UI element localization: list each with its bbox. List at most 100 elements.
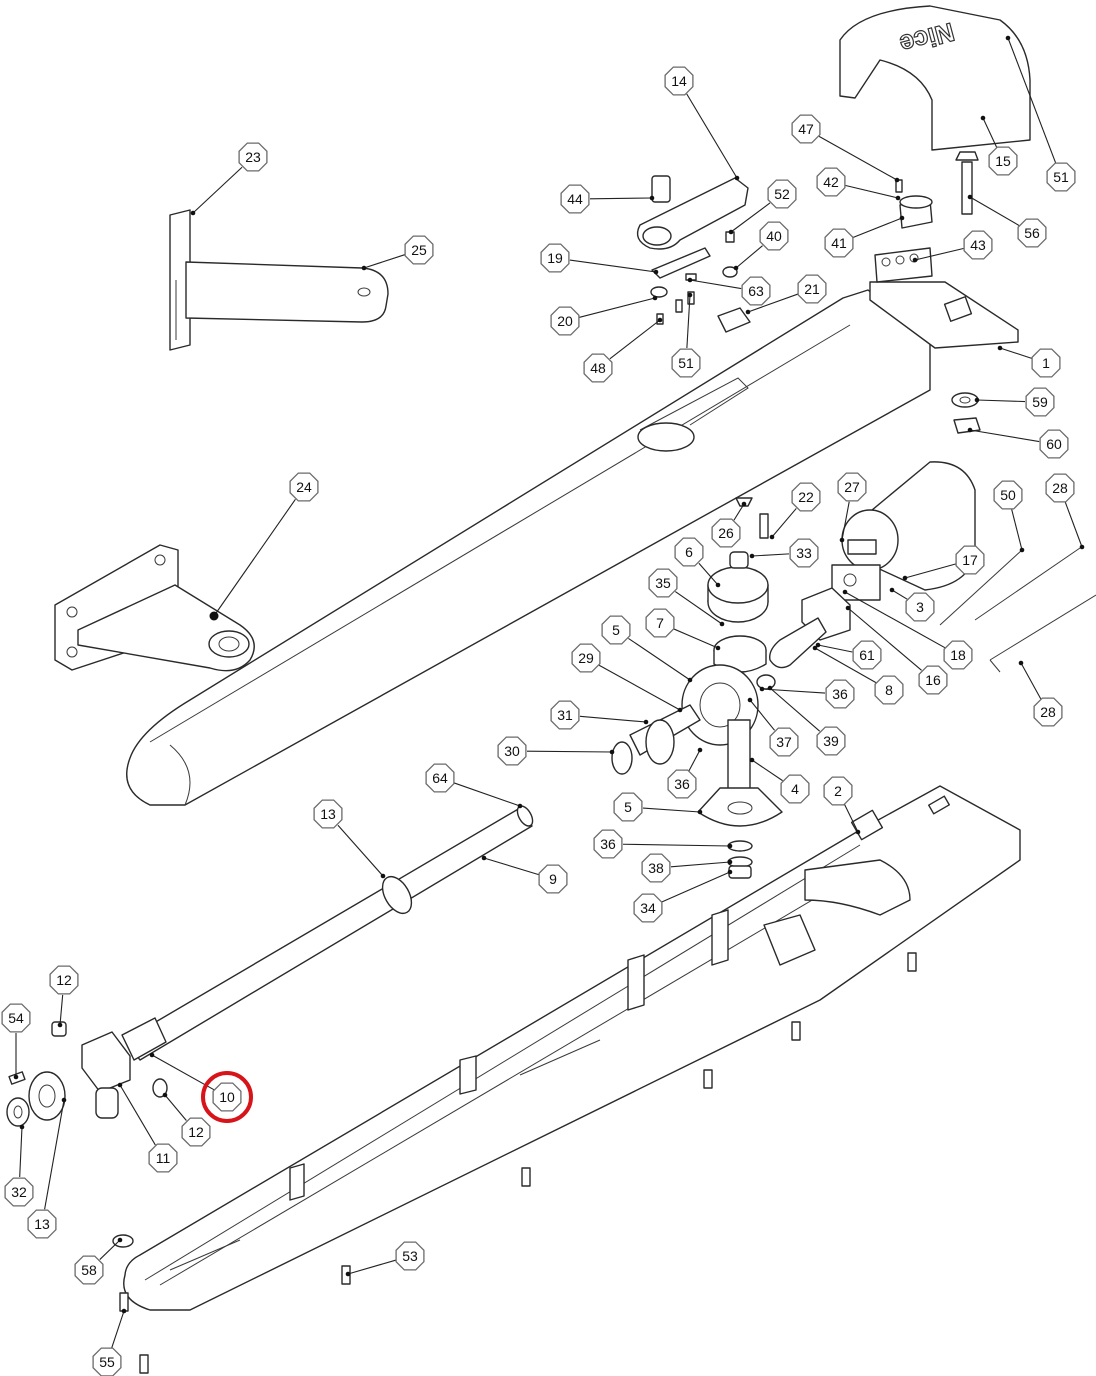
leader-dot-7: [715, 645, 721, 651]
callout-14[interactable]: 14: [664, 66, 694, 96]
callout-5b[interactable]: 5: [613, 792, 643, 822]
callout-63[interactable]: 63: [741, 276, 771, 306]
callout-64[interactable]: 64: [425, 763, 455, 793]
callout-25[interactable]: 25: [404, 235, 434, 265]
callout-36b[interactable]: 36: [667, 769, 697, 799]
callout-label: 48: [590, 360, 606, 376]
callout-octagon: [645, 608, 675, 638]
callout-47[interactable]: 47: [791, 114, 821, 144]
callout-21[interactable]: 21: [797, 274, 827, 304]
leader-dot-10: [149, 1052, 155, 1058]
callout-27[interactable]: 27: [837, 472, 867, 502]
leader-dot-18: [842, 589, 848, 595]
callout-octagon: [74, 1255, 104, 1285]
callout-15[interactable]: 15: [988, 146, 1018, 176]
leader-line-61: [817, 644, 853, 653]
callout-44[interactable]: 44: [560, 184, 590, 214]
callout-55[interactable]: 55: [92, 1347, 122, 1376]
callout-13a[interactable]: 13: [313, 799, 343, 829]
callout-28a[interactable]: 28: [1045, 473, 1075, 503]
leader-line-55: [111, 1310, 125, 1348]
callout-19[interactable]: 19: [540, 243, 570, 273]
callout-37[interactable]: 37: [769, 727, 799, 757]
callout-39[interactable]: 39: [816, 726, 846, 756]
callout-12b[interactable]: 12: [181, 1117, 211, 1147]
callout-40[interactable]: 40: [759, 221, 789, 251]
callout-48[interactable]: 48: [583, 353, 613, 383]
leader-dot-59: [974, 397, 980, 403]
callout-53[interactable]: 53: [395, 1241, 425, 1271]
leader-line-42: [845, 184, 899, 199]
leader-dot-41: [899, 215, 905, 221]
callout-51b[interactable]: 51: [671, 348, 701, 378]
callout-13b[interactable]: 13: [27, 1209, 57, 1239]
callout-octagon: [1031, 348, 1061, 378]
callout-11[interactable]: 11: [148, 1143, 178, 1173]
leader-line-13a: [337, 824, 384, 877]
callout-10[interactable]: 10: [212, 1082, 242, 1112]
callout-7[interactable]: 7: [645, 608, 675, 638]
callout-22[interactable]: 22: [791, 482, 821, 512]
callout-58[interactable]: 58: [74, 1255, 104, 1285]
callout-2[interactable]: 2: [823, 776, 853, 806]
callout-30[interactable]: 30: [497, 736, 527, 766]
callout-51a[interactable]: 51: [1046, 162, 1076, 192]
callout-54[interactable]: 54: [1, 1003, 31, 1033]
callout-6[interactable]: 6: [674, 537, 704, 567]
callout-61[interactable]: 61: [852, 640, 882, 670]
callout-16[interactable]: 16: [918, 665, 948, 695]
parts-drawing: Nice: [6, 5, 1096, 1374]
callout-23[interactable]: 23: [238, 142, 268, 172]
callout-octagon: [816, 167, 846, 197]
callout-label: 54: [8, 1010, 24, 1026]
leader-dot-35: [719, 621, 725, 627]
callout-59[interactable]: 59: [1025, 387, 1055, 417]
callout-38[interactable]: 38: [641, 853, 671, 883]
callout-33[interactable]: 33: [789, 538, 819, 568]
leader-line-41: [852, 217, 903, 238]
callout-28b[interactable]: 28: [1033, 697, 1063, 727]
callout-12a[interactable]: 12: [49, 965, 79, 995]
callout-label: 2: [834, 783, 842, 799]
leader-dot-5b: [697, 809, 703, 815]
callout-octagon: [769, 727, 799, 757]
callout-label: 10: [219, 1089, 235, 1105]
callout-36c[interactable]: 36: [593, 829, 623, 859]
callout-18[interactable]: 18: [943, 640, 973, 670]
callout-octagon: [648, 568, 678, 598]
callout-52[interactable]: 52: [767, 179, 797, 209]
leader-line-34: [661, 871, 731, 903]
callout-3[interactable]: 3: [905, 592, 935, 622]
callout-octagon: [571, 643, 601, 673]
callout-56[interactable]: 56: [1017, 218, 1047, 248]
callout-41[interactable]: 41: [824, 228, 854, 258]
callout-31[interactable]: 31: [550, 700, 580, 730]
callout-24[interactable]: 24: [289, 472, 319, 502]
callout-8[interactable]: 8: [874, 675, 904, 705]
callout-5a[interactable]: 5: [601, 615, 631, 645]
callout-label: 30: [504, 743, 520, 759]
callout-17[interactable]: 17: [955, 545, 985, 575]
callout-20[interactable]: 20: [550, 306, 580, 336]
callout-29[interactable]: 29: [571, 643, 601, 673]
callout-label: 32: [11, 1184, 27, 1200]
leader-dot-21: [745, 309, 751, 315]
leader-line-3: [891, 589, 908, 600]
callout-60[interactable]: 60: [1039, 429, 1069, 459]
callout-1[interactable]: 1: [1031, 348, 1061, 378]
callout-50[interactable]: 50: [993, 480, 1023, 510]
callout-32[interactable]: 32: [4, 1177, 34, 1207]
callout-43[interactable]: 43: [963, 230, 993, 260]
callout-36a[interactable]: 36: [825, 679, 855, 709]
callout-9[interactable]: 9: [538, 864, 568, 894]
callout-42[interactable]: 42: [816, 167, 846, 197]
callout-26[interactable]: 26: [711, 518, 741, 548]
leader-line-13b: [44, 1099, 65, 1210]
callout-4[interactable]: 4: [780, 774, 810, 804]
callout-35[interactable]: 35: [648, 568, 678, 598]
leader-line-40: [735, 245, 763, 269]
callout-label: 36: [832, 686, 848, 702]
leader-line-47: [818, 135, 898, 181]
callout-34[interactable]: 34: [633, 893, 663, 923]
callout-label: 60: [1046, 436, 1062, 452]
